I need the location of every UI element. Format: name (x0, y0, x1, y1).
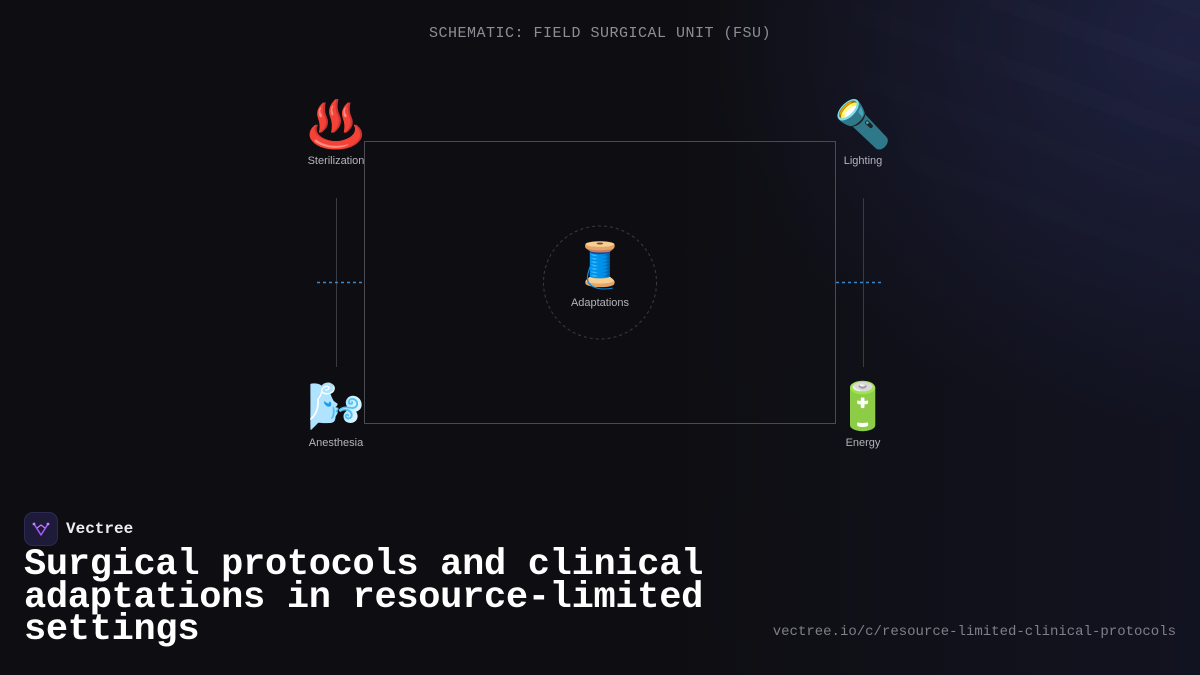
page-url[interactable]: vectree.io/c/resource-limited-clinical-p… (772, 624, 1176, 640)
unit-boundary (364, 141, 836, 424)
node-label-anesthesia: Anesthesia (308, 437, 364, 449)
node-label-sterilization: Sterilization (307, 155, 365, 167)
node-energy: 🔋 Energy (813, 378, 913, 449)
node-adaptations: 🧵 Adaptations (550, 238, 650, 309)
node-anesthesia: 🌬️ Anesthesia (286, 378, 386, 449)
page-title: Surgical protocols and clinical adaptati… (24, 544, 704, 651)
battery-icon: 🔋 (834, 380, 892, 432)
wind-face-icon: 🌬️ (307, 380, 365, 432)
node-label-lighting: Lighting (843, 155, 883, 167)
thread-spool-icon: 🧵 (572, 241, 628, 290)
flashlight-icon: 🔦 (834, 98, 892, 150)
center-ring (543, 225, 657, 340)
brand-name: Vectree (66, 520, 134, 538)
hot-springs-icon: ♨️ (307, 98, 365, 150)
vectree-logo-icon (24, 512, 58, 546)
node-lighting: 🔦 Lighting (813, 96, 913, 167)
node-sterilization: ♨️ Sterilization (286, 96, 386, 167)
node-label-energy: Energy (845, 437, 881, 449)
node-label-adaptations: Adaptations (570, 297, 630, 309)
brand[interactable]: Vectree (24, 512, 133, 546)
schematic-title: SCHEMATIC: FIELD SURGICAL UNIT (FSU) (428, 25, 772, 42)
